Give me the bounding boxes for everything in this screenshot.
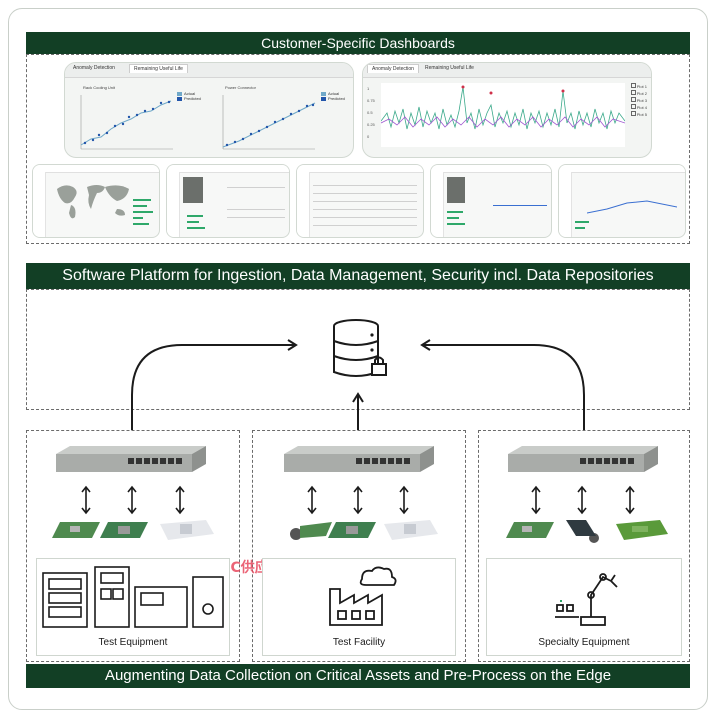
test-facility-caption: Test Facility bbox=[332, 637, 386, 648]
sensor-board-icon bbox=[100, 522, 148, 538]
legend-plot-3: Plot 3 bbox=[636, 98, 647, 103]
factory-icon bbox=[329, 566, 397, 626]
edge-section-specialty-equipment bbox=[478, 430, 690, 662]
tab-remaining-useful-life-right[interactable]: Remaining Useful Life bbox=[425, 65, 474, 71]
dashboard-thumbnail-table bbox=[296, 164, 424, 238]
tab-anomaly-detection-right[interactable]: Anomaly Detection bbox=[367, 64, 419, 73]
dashboards-area bbox=[26, 54, 690, 244]
outer-frame bbox=[8, 8, 708, 710]
sensor-board-icon bbox=[290, 522, 332, 540]
sensor-board-icon bbox=[384, 520, 438, 540]
legend-actual-1: Actual bbox=[184, 91, 196, 96]
rul-chart-1 bbox=[80, 95, 173, 150]
edge-section-test-equipment bbox=[26, 430, 240, 662]
tab-anomaly-detection[interactable]: Anomaly Detection bbox=[73, 65, 115, 71]
sensor-board-icon bbox=[566, 520, 599, 543]
anomaly-series-green bbox=[381, 86, 625, 130]
legend-plot-1: Plot 1 bbox=[636, 84, 647, 89]
edge-banner-title: Augmenting Data Collection on Critical A… bbox=[104, 667, 612, 684]
platform-banner-title: Software Platform for Ingestion, Data Ma… bbox=[62, 267, 654, 284]
dashboard-thumbnail-trend bbox=[558, 164, 686, 238]
legend-actual-2: Actual bbox=[328, 91, 340, 96]
edge-gateway-icon bbox=[508, 446, 658, 472]
rul-chart-2 bbox=[222, 95, 316, 150]
legend-plot-2: Plot 2 bbox=[636, 91, 647, 96]
dashboard-thumbnail-devices bbox=[166, 164, 290, 238]
edge-banner: Augmenting Data Collection on Critical A… bbox=[26, 664, 690, 688]
world-map-icon bbox=[57, 185, 129, 219]
anomaly-chart bbox=[381, 83, 625, 147]
power-connector-title: Power Connector bbox=[225, 85, 256, 90]
dashboard-thumbnail-detail bbox=[430, 164, 552, 238]
edge-gateway-icon bbox=[284, 446, 434, 472]
dashboards-banner: Customer-Specific Dashboards bbox=[26, 32, 690, 54]
sensor-modules bbox=[52, 520, 668, 543]
legend-plot-5: Plot 5 bbox=[636, 112, 647, 117]
sensor-board-icon bbox=[160, 520, 214, 540]
sensor-board-icon bbox=[616, 520, 668, 540]
anomaly-y-ticks: 1 0.75 0.5 0.25 0 bbox=[367, 83, 375, 143]
edge-section-test-facility bbox=[252, 430, 466, 662]
legend-predicted-2: Predicted bbox=[328, 96, 345, 101]
rul-legend-2: Actual Predicted bbox=[321, 91, 345, 101]
tab-remaining-useful-life[interactable]: Remaining Useful Life bbox=[129, 64, 188, 73]
legend-predicted-1: Predicted bbox=[184, 96, 201, 101]
anomaly-point bbox=[489, 91, 493, 95]
anomaly-point bbox=[561, 89, 565, 93]
sensor-board-icon bbox=[328, 522, 376, 538]
specialty-equipment-caption: Specialty Equipment bbox=[538, 637, 630, 648]
anomaly-tab-row: Anomaly Detection Remaining Useful Life bbox=[363, 63, 651, 78]
edge-gateway-icon bbox=[56, 446, 206, 472]
specialty-equipment-box: Specialty Equipment bbox=[486, 558, 682, 656]
rul-dashboard-panel: Anomaly Detection Remaining Useful Life … bbox=[64, 62, 354, 158]
sensor-board-icon bbox=[506, 522, 554, 538]
trend-line bbox=[587, 200, 677, 214]
robot-arm-icon bbox=[555, 573, 618, 626]
bidirectional-arrows bbox=[81, 485, 635, 515]
y-tick: 0.5 bbox=[367, 110, 373, 115]
y-tick: 0.75 bbox=[367, 98, 375, 103]
rul-legend-1: Actual Predicted bbox=[177, 91, 201, 101]
legend-plot-4: Plot 4 bbox=[636, 105, 647, 110]
anomaly-legend: Plot 1 Plot 2 Plot 3 Plot 4 Plot 5 bbox=[630, 83, 647, 118]
anomaly-dashboard-panel: Anomaly Detection Remaining Useful Life … bbox=[362, 62, 652, 158]
dashboard-thumbnail-map bbox=[32, 164, 160, 238]
test-equipment-icon bbox=[42, 566, 224, 628]
rul-tab-row: Anomaly Detection Remaining Useful Life bbox=[65, 63, 353, 78]
test-facility-box: Test Facility bbox=[262, 558, 456, 656]
database-lock-icon bbox=[333, 319, 387, 377]
anomaly-series-purple bbox=[381, 116, 625, 128]
test-equipment-caption: Test Equipment bbox=[98, 637, 168, 648]
rack-cooling-title: Rack Cooling Unit bbox=[83, 85, 116, 90]
sensor-board-icon bbox=[52, 522, 100, 538]
y-tick: 0.25 bbox=[367, 122, 375, 127]
y-tick: 0 bbox=[367, 134, 370, 139]
y-tick: 1 bbox=[367, 86, 370, 91]
test-equipment-box: Test Equipment bbox=[36, 558, 230, 656]
platform-banner: Software Platform for Ingestion, Data Ma… bbox=[26, 263, 690, 289]
anomaly-point bbox=[461, 85, 465, 89]
dashboards-banner-title: Customer-Specific Dashboards bbox=[261, 35, 455, 51]
